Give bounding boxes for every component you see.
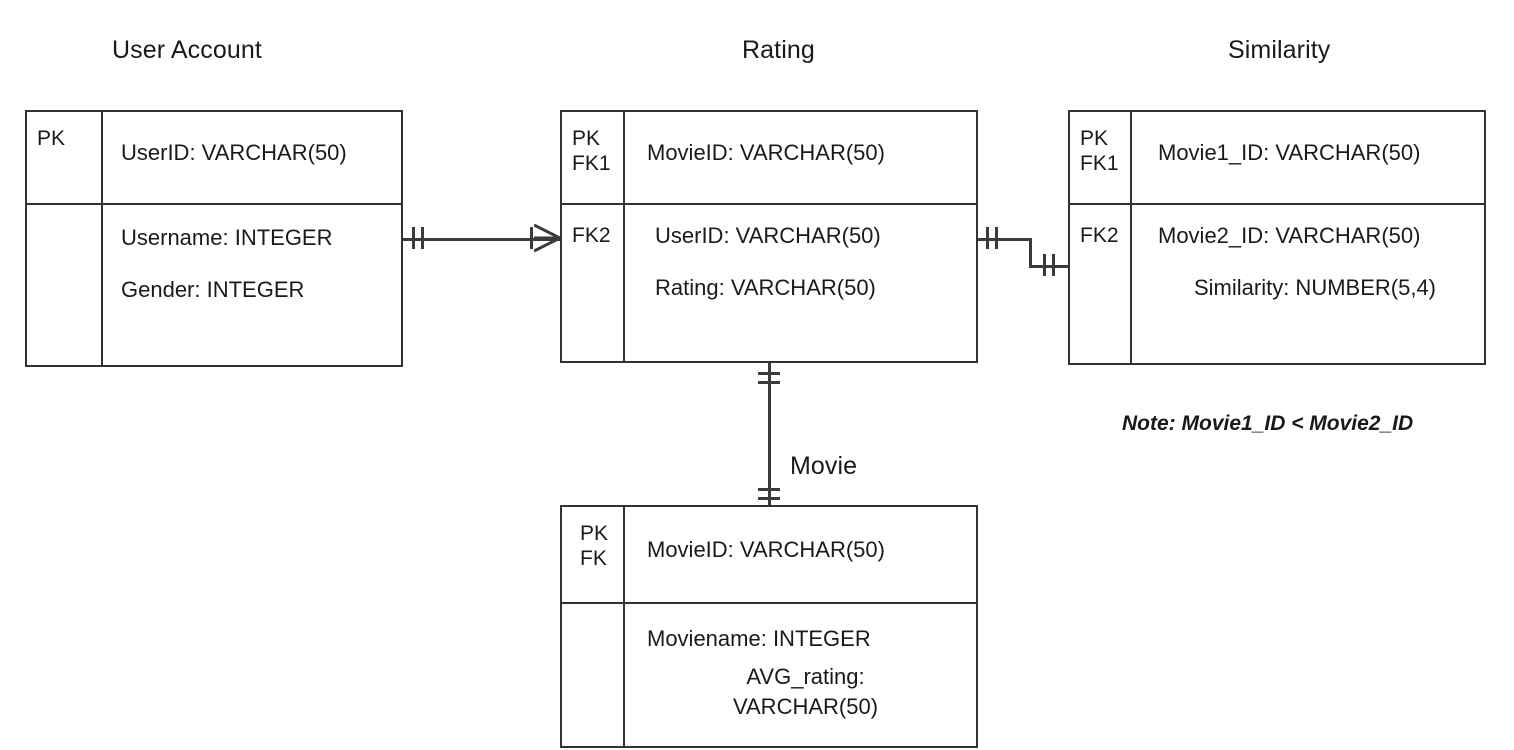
- field-rating-rating: Rating: VARCHAR(50): [655, 275, 876, 300]
- entity-title-movie: Movie: [790, 452, 858, 480]
- cardinality-one-tick: [758, 497, 780, 500]
- entity-header-row: PK FK MovieID: VARCHAR(50): [562, 507, 976, 604]
- entity-body-row: Moviename: INTEGER AVG_rating: VARCHAR(5…: [562, 604, 976, 746]
- field-spacer: [655, 251, 964, 273]
- annotation-similarity-note: Note: Movie1_ID < Movie2_ID: [1122, 412, 1414, 435]
- field-movie-avg-rating-label: AVG_rating:: [746, 664, 865, 689]
- field-column-user-account-body: Username: INTEGER Gender: INTEGER: [103, 205, 401, 365]
- key-column-movie-header: PK FK: [562, 507, 625, 602]
- field-user-account-gender: Gender: INTEGER: [121, 277, 305, 302]
- entity-movie[interactable]: PK FK MovieID: VARCHAR(50) Moviename: IN…: [560, 505, 978, 748]
- cardinality-one-tick: [758, 381, 780, 384]
- key-column-rating-body: FK2: [562, 205, 625, 361]
- cardinality-one-tick: [986, 227, 989, 249]
- connector-line: [978, 238, 1030, 241]
- entity-similarity[interactable]: PK FK1 Movie1_ID: VARCHAR(50) FK2 Movie2…: [1068, 110, 1486, 365]
- entity-body-row: FK2 UserID: VARCHAR(50) Rating: VARCHAR(…: [562, 205, 976, 361]
- entity-body-row: FK2 Movie2_ID: VARCHAR(50) Similarity: N…: [1070, 205, 1484, 363]
- entity-title-rating: Rating: [742, 36, 815, 64]
- field-rating-movieid: MovieID: VARCHAR(50): [647, 140, 885, 165]
- cardinality-one-tick: [412, 227, 415, 249]
- entity-title-similarity: Similarity: [1228, 36, 1331, 64]
- field-similarity-movie1-id: Movie1_ID: VARCHAR(50): [1158, 140, 1421, 165]
- field-user-account-userid: UserID: VARCHAR(50): [121, 140, 347, 165]
- field-column-similarity-header: Movie1_ID: VARCHAR(50): [1132, 112, 1484, 203]
- cardinality-one-tick: [995, 227, 998, 249]
- connector-line: [1029, 238, 1032, 268]
- field-column-movie-header: MovieID: VARCHAR(50): [625, 507, 976, 602]
- connector-line: [1029, 265, 1068, 268]
- crows-foot-icon: [534, 223, 560, 253]
- connector-line: [768, 363, 771, 505]
- field-column-user-account-header: UserID: VARCHAR(50): [103, 112, 401, 203]
- cardinality-one-tick: [758, 372, 780, 375]
- field-spacer: [1158, 251, 1472, 273]
- field-movie-movieid: MovieID: VARCHAR(50): [647, 537, 885, 562]
- field-column-rating-body: UserID: VARCHAR(50) Rating: VARCHAR(50): [625, 205, 976, 361]
- entity-body-row: Username: INTEGER Gender: INTEGER: [27, 205, 401, 365]
- entity-header-row: PK UserID: VARCHAR(50): [27, 112, 401, 205]
- cardinality-one-tick: [421, 227, 424, 249]
- entity-header-row: PK FK1 MovieID: VARCHAR(50): [562, 112, 976, 205]
- entity-user-account[interactable]: PK UserID: VARCHAR(50) Username: INTEGER…: [25, 110, 403, 367]
- field-column-movie-body: Moviename: INTEGER AVG_rating: VARCHAR(5…: [625, 604, 976, 746]
- key-column-similarity-body: FK2: [1070, 205, 1132, 363]
- field-movie-moviename: Moviename: INTEGER: [647, 626, 871, 651]
- field-column-similarity-body: Movie2_ID: VARCHAR(50) Similarity: NUMBE…: [1132, 205, 1484, 363]
- connector-line: [403, 238, 560, 241]
- field-user-account-username: Username: INTEGER: [121, 225, 333, 250]
- field-rating-userid: UserID: VARCHAR(50): [655, 223, 881, 248]
- cardinality-one-tick: [1052, 254, 1055, 276]
- field-column-rating-header: MovieID: VARCHAR(50): [625, 112, 976, 203]
- field-similarity-similarity: Similarity: NUMBER(5,4): [1193, 275, 1437, 300]
- cardinality-one-tick: [758, 488, 780, 491]
- cardinality-one-tick: [1043, 254, 1046, 276]
- key-column-movie-body: [562, 604, 625, 746]
- field-similarity-movie2-id: Movie2_ID: VARCHAR(50): [1158, 223, 1421, 248]
- key-column-user-account-header: PK: [27, 112, 103, 203]
- field-movie-avg-rating-type: VARCHAR(50): [732, 694, 879, 719]
- key-column-rating-header: PK FK1: [562, 112, 625, 203]
- key-column-user-account-body: [27, 205, 103, 365]
- entity-header-row: PK FK1 Movie1_ID: VARCHAR(50): [1070, 112, 1484, 205]
- entity-title-user-account: User Account: [112, 36, 262, 64]
- cardinality-many-tick: [530, 227, 533, 249]
- key-column-similarity-header: PK FK1: [1070, 112, 1132, 203]
- entity-rating[interactable]: PK FK1 MovieID: VARCHAR(50) FK2 UserID: …: [560, 110, 978, 363]
- field-spacer: [121, 253, 389, 275]
